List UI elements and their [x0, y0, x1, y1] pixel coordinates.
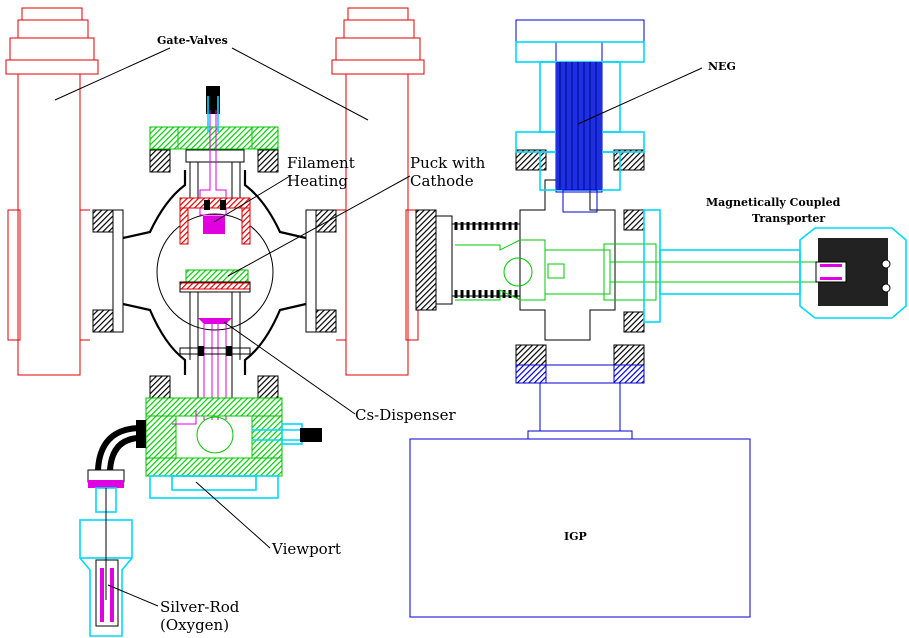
- right-gate-valve: [331, 7, 425, 376]
- viewport-label: Viewport: [271, 540, 341, 558]
- filament-heating-label-line2: Heating: [287, 172, 348, 190]
- transfer-chamber: [415, 149, 820, 366]
- gate-valves-label: Gate-Valves: [157, 34, 228, 47]
- puck-with-cathode-label-line2: Cathode: [410, 172, 474, 190]
- silver-rod-label-line2: (Oxygen): [160, 616, 229, 634]
- neg-label: NEG: [708, 60, 736, 73]
- ion-getter-pump: [409, 364, 751, 618]
- puck-with-cathode-label-line1: Puck with: [410, 154, 486, 172]
- silver-rod-label-line1: Silver-Rod: [160, 598, 240, 616]
- filament-assembly: [149, 86, 279, 245]
- transporter-label-line1: Magnetically Coupled: [706, 196, 841, 209]
- transporter-label-line2: Transporter: [752, 212, 825, 225]
- leader-lines: [54, 47, 703, 607]
- igp-label: IGP: [564, 530, 587, 543]
- cs-dispenser-label: Cs-Dispenser: [355, 406, 456, 424]
- lower-cross: [95, 397, 322, 499]
- filament-heating-label-line1: Filament: [287, 154, 355, 172]
- silver-rod-assembly: [79, 469, 133, 637]
- central-chamber: [92, 149, 337, 399]
- left-gate-valve: [5, 7, 99, 376]
- neg-pump: [515, 19, 645, 213]
- puck-with-cathode: [179, 269, 251, 400]
- magnetic-transporter: [643, 209, 907, 323]
